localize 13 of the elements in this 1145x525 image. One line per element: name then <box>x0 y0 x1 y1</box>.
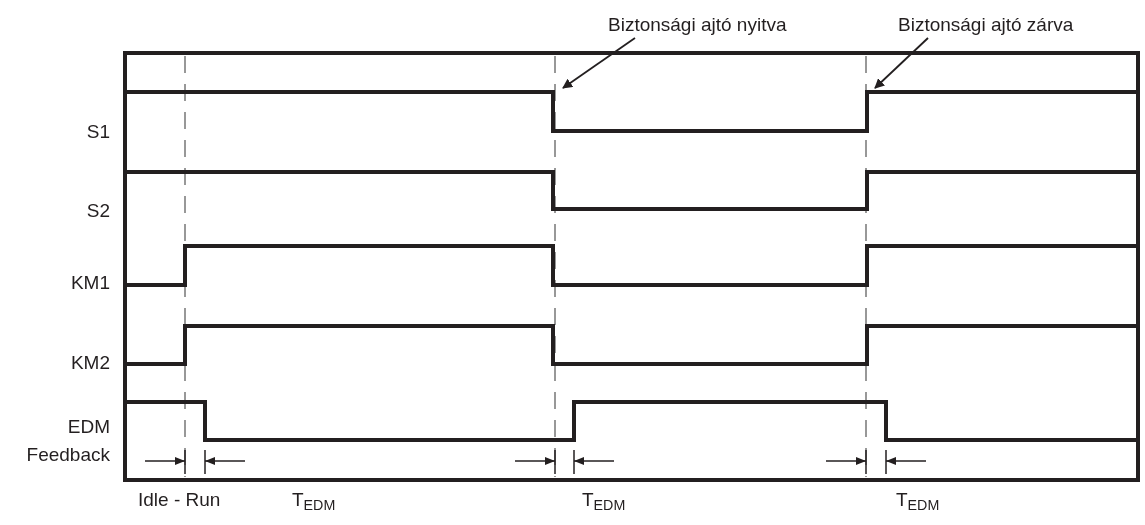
signal-name: KM1 <box>70 272 110 294</box>
callout-text: Biztonsági ajtó zárva <box>898 14 1074 36</box>
signal-name: S1 <box>86 121 110 143</box>
signal-name: S2 <box>86 200 110 222</box>
phase-label: Idle - Run <box>138 489 221 511</box>
signal-name: KM2 <box>70 352 110 374</box>
leader-arrow <box>874 37 929 89</box>
time-label: T$_{EDM}$ <box>582 489 626 515</box>
time-label: T$_{EDM}$ <box>896 489 940 515</box>
leader-arrow <box>562 37 636 89</box>
callout-text: Biztonsági ajtó nyitva <box>608 14 787 36</box>
time-label: T$_{EDM}$ <box>292 489 336 515</box>
signal-name: EDM Feedback <box>25 415 110 467</box>
